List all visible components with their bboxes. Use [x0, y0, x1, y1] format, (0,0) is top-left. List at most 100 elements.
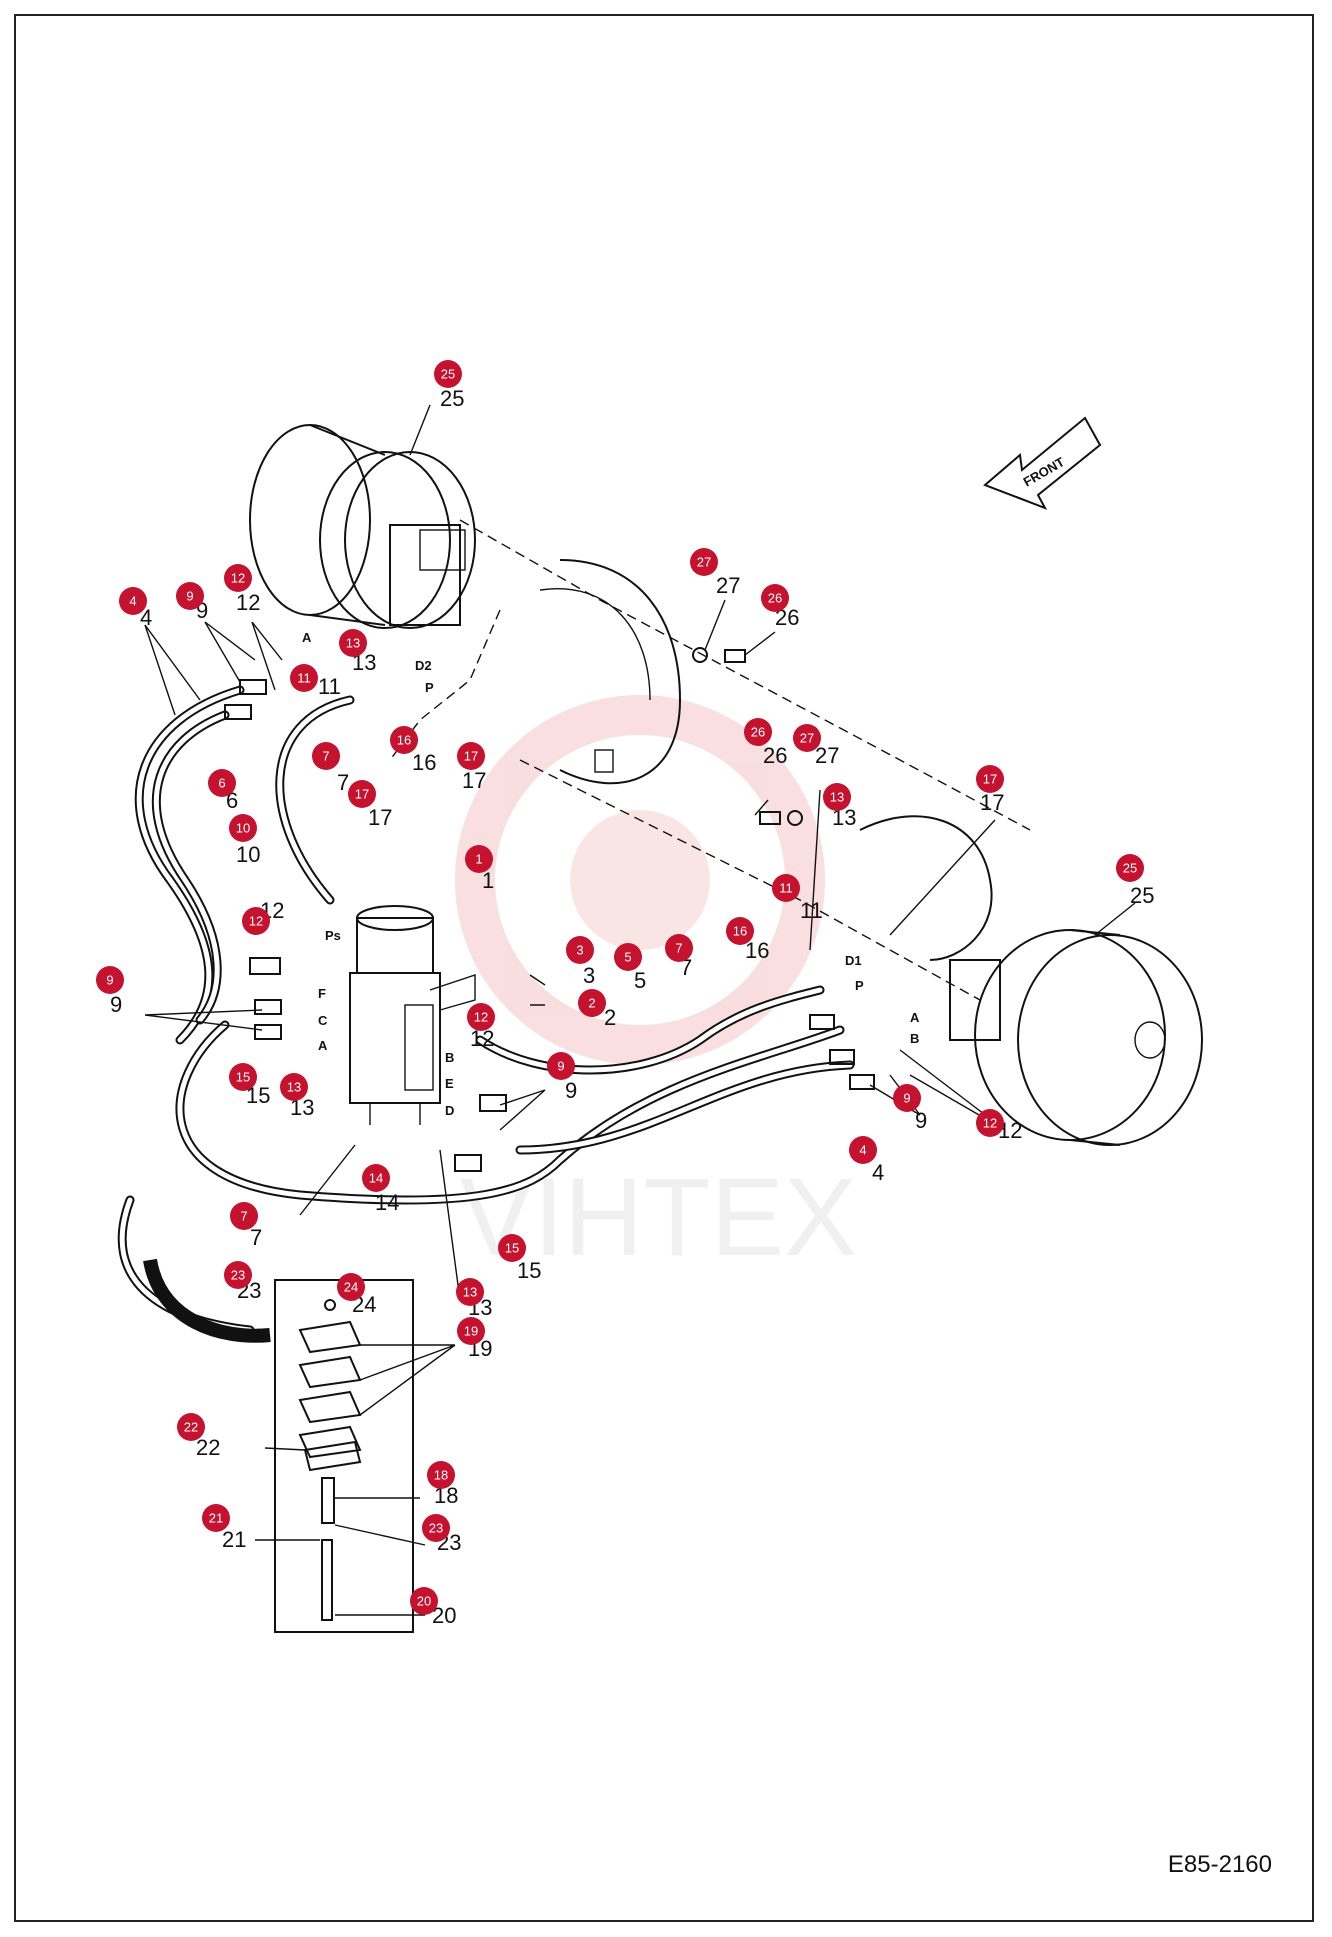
- badge-17: 17: [457, 742, 485, 770]
- badge-12b: 12: [242, 907, 270, 935]
- svg-text:21: 21: [209, 1511, 223, 1526]
- badge-25b: 25: [1116, 854, 1144, 882]
- svg-text:7: 7: [322, 749, 329, 764]
- badge-4b: 4: [849, 1136, 877, 1164]
- svg-text:18: 18: [434, 1468, 448, 1483]
- svg-text:26: 26: [751, 725, 765, 740]
- badge-13d: 13: [456, 1278, 484, 1306]
- label-7c: 7: [250, 1225, 262, 1250]
- svg-text:4: 4: [859, 1143, 866, 1158]
- svg-text:7: 7: [240, 1209, 247, 1224]
- track-frame-outline: [389, 519, 1031, 1001]
- badge-17b: 17: [348, 780, 376, 808]
- badge-26b: 26: [744, 718, 772, 746]
- port-label-ps: Ps: [325, 928, 341, 943]
- label-14: 14: [375, 1190, 399, 1215]
- drawing-code: E85-2160: [1167, 1851, 1272, 1878]
- badge-23: 23: [224, 1261, 252, 1289]
- badge-16: 16: [390, 726, 418, 754]
- badge-18: 18: [427, 1461, 455, 1489]
- svg-text:1: 1: [475, 852, 482, 867]
- badge-13: 13: [339, 629, 367, 657]
- port-label-d: D: [445, 1103, 454, 1118]
- badge-21: 21: [202, 1504, 230, 1532]
- callout-numbers: 25 25 27 27 26 26 4 4 9 9 9 9 12 12 12 1…: [110, 386, 1154, 1628]
- label-17: 17: [462, 768, 486, 793]
- label-11b: 11: [800, 898, 823, 923]
- svg-text:6: 6: [218, 776, 225, 791]
- badge-22: 22: [177, 1413, 205, 1441]
- svg-text:23: 23: [231, 1268, 245, 1283]
- label-25: 25: [440, 386, 464, 411]
- badge-26: 26: [761, 584, 789, 612]
- port-label-d2: D2: [415, 658, 432, 673]
- label-21: 21: [222, 1527, 246, 1552]
- svg-text:13: 13: [830, 790, 844, 805]
- badge-15: 15: [229, 1063, 257, 1091]
- port-label-a: A: [302, 630, 312, 645]
- label-15b: 15: [517, 1258, 541, 1283]
- svg-text:9: 9: [903, 1091, 910, 1106]
- port-label-d1: D1: [845, 953, 862, 968]
- badge-7: 7: [312, 742, 340, 770]
- svg-text:3: 3: [576, 943, 583, 958]
- label-7: 7: [337, 770, 349, 795]
- badge-20: 20: [410, 1587, 438, 1615]
- svg-text:25: 25: [441, 367, 455, 382]
- label-11: 11: [318, 674, 341, 699]
- port-label-p2: P: [855, 978, 864, 993]
- badge-14: 14: [362, 1164, 390, 1192]
- travel-motor-left: [249, 424, 476, 629]
- front-label: FRONT: [1021, 454, 1067, 489]
- svg-text:4: 4: [129, 594, 136, 609]
- badge-9: 9: [176, 582, 204, 610]
- label-3: 3: [583, 963, 595, 988]
- exploded-parts-box: [274, 1279, 414, 1633]
- svg-text:25: 25: [1123, 861, 1137, 876]
- svg-text:7: 7: [675, 941, 682, 956]
- port-label-c: C: [318, 1013, 328, 1028]
- badge-9c: 9: [547, 1052, 575, 1080]
- badge-2: 2: [578, 989, 606, 1017]
- drawing-frame: [14, 14, 1314, 1922]
- badge-1: 1: [465, 845, 493, 873]
- badge-24: 24: [337, 1273, 365, 1301]
- svg-text:27: 27: [697, 555, 711, 570]
- label-4: 4: [140, 605, 152, 630]
- port-labels: D2 P A Ps F C A B E D D1 P A B: [302, 630, 920, 1118]
- label-9c: 9: [565, 1078, 577, 1103]
- badge-27b: 27: [793, 724, 821, 752]
- svg-text:13: 13: [463, 1285, 477, 1300]
- badge-9b: 9: [96, 966, 124, 994]
- port-label-p: P: [425, 680, 434, 695]
- svg-text:15: 15: [236, 1070, 250, 1085]
- label-25b: 25: [1130, 883, 1154, 908]
- svg-text:9: 9: [557, 1059, 564, 1074]
- svg-text:16: 16: [397, 733, 411, 748]
- label-16b: 16: [745, 938, 769, 963]
- port-label-b: B: [445, 1050, 454, 1065]
- badge-3: 3: [566, 936, 594, 964]
- svg-text:19: 19: [464, 1324, 478, 1339]
- label-27: 27: [716, 573, 740, 598]
- travel-motor-right: [949, 929, 1203, 1146]
- label-4b: 4: [872, 1160, 884, 1185]
- badge-17c: 17: [976, 765, 1004, 793]
- badge-6: 6: [208, 769, 236, 797]
- badge-13b: 13: [823, 783, 851, 811]
- badge-9d: 9: [893, 1084, 921, 1112]
- svg-text:9: 9: [186, 589, 193, 604]
- svg-text:12: 12: [983, 1116, 997, 1131]
- label-17b: 17: [368, 805, 392, 830]
- swivel-joint: [349, 905, 476, 1125]
- badge-13c: 13: [280, 1073, 308, 1101]
- badge-7c: 7: [230, 1202, 258, 1230]
- port-label-f: F: [318, 986, 326, 1001]
- label-5: 5: [634, 968, 646, 993]
- badge-12: 12: [224, 564, 252, 592]
- svg-text:5: 5: [624, 950, 631, 965]
- label-17c: 17: [980, 790, 1004, 815]
- svg-text:14: 14: [369, 1171, 383, 1186]
- svg-text:12: 12: [249, 914, 263, 929]
